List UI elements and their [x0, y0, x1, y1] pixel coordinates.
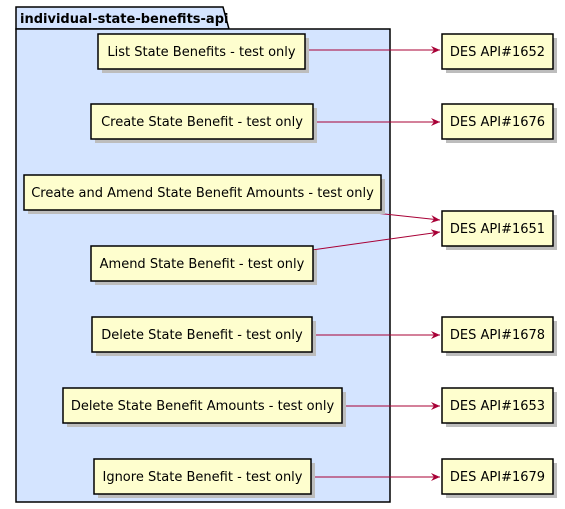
des-api-node: DES API#1679 [441, 458, 557, 498]
node-box [23, 174, 382, 211]
node-box [441, 387, 554, 424]
endpoint-node: Delete State Benefit Amounts - test only [62, 387, 346, 427]
link-arrow [311, 229, 441, 251]
node-label: Create and Amend State Benefit Amounts -… [31, 186, 374, 201]
node-box [441, 316, 554, 353]
endpoint-node: Delete State Benefit - test only [91, 316, 316, 356]
node-label: DES API#1652 [450, 45, 545, 60]
node-box [441, 33, 554, 70]
node-label: DES API#1678 [450, 328, 545, 343]
node-label: Delete State Benefit Amounts - test only [71, 399, 335, 414]
node-label: Delete State Benefit - test only [101, 328, 303, 343]
node-label: DES API#1679 [450, 470, 545, 485]
endpoint-node: Amend State Benefit - test only [90, 245, 317, 285]
des-api-node: DES API#1678 [441, 316, 557, 356]
node-label: List State Benefits - test only [107, 45, 295, 60]
package-title: individual-state-benefits-api [20, 12, 228, 27]
des-api-node: DES API#1651 [441, 210, 557, 250]
node-label: DES API#1651 [450, 222, 545, 237]
node-box [93, 458, 312, 495]
des-api-node: DES API#1653 [441, 387, 557, 427]
node-box [441, 210, 554, 247]
endpoint-node: Create State Benefit - test only [90, 103, 317, 143]
node-label: DES API#1676 [450, 115, 545, 130]
node-box [441, 458, 554, 495]
node-box [97, 33, 306, 70]
node-label: Ignore State Benefit - test only [102, 470, 302, 485]
node-box [90, 103, 314, 140]
node-label: Amend State Benefit - test only [100, 257, 305, 272]
node-box [441, 103, 554, 140]
node-label: Create State Benefit - test only [101, 115, 303, 130]
endpoint-node: Ignore State Benefit - test only [93, 458, 315, 498]
endpoint-node: List State Benefits - test only [97, 33, 309, 73]
des-api-node: DES API#1652 [441, 33, 557, 73]
node-box [90, 245, 314, 282]
des-api-node: DES API#1676 [441, 103, 557, 143]
node-box [91, 316, 313, 353]
node-label: DES API#1653 [450, 399, 545, 414]
node-box [62, 387, 343, 424]
endpoint-node: Create and Amend State Benefit Amounts -… [23, 174, 385, 214]
links-layer [305, 46, 441, 481]
